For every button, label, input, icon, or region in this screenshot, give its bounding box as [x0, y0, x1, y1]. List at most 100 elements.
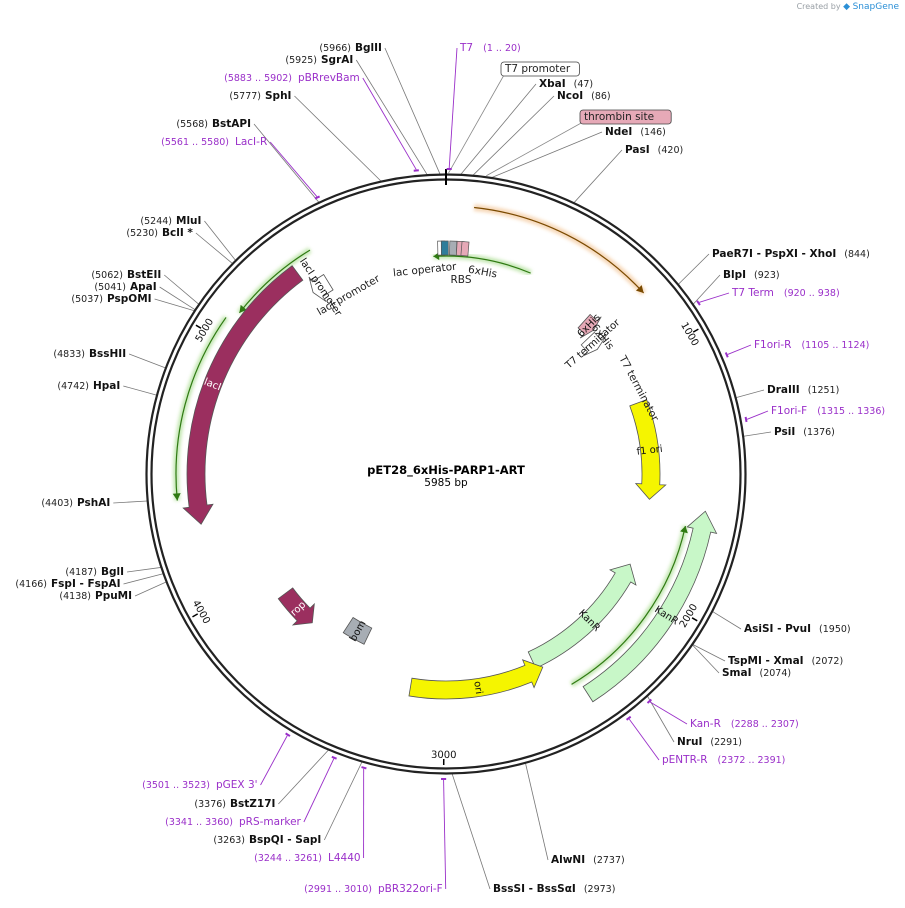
- label-6xhis-n: 6xHis: [467, 264, 498, 281]
- leader-line: [113, 500, 148, 504]
- primer-leader: [746, 410, 769, 420]
- svg-text:(3244 .. 3261): (3244 .. 3261): [254, 853, 322, 864]
- label-t7-promoter: T7 promoter: [500, 61, 580, 77]
- enzyme-name: ApaI: [130, 281, 157, 293]
- svg-text:(5925): (5925): [285, 55, 317, 66]
- leader-line: [736, 389, 765, 398]
- enzyme-name: BstEII: [127, 269, 161, 281]
- enzyme-site: ApaI(5041): [94, 281, 156, 293]
- svg-text:(920 .. 938): (920 .. 938): [784, 288, 840, 299]
- primer-name: F1ori-R: [754, 339, 791, 351]
- primer-name: T7: [459, 42, 473, 54]
- svg-text:(2372 .. 2391): (2372 .. 2391): [718, 755, 786, 766]
- enzyme-site: PshAI(4403): [41, 497, 110, 509]
- enzyme-site: BssHII(4833): [53, 348, 126, 360]
- primer-leader: [649, 701, 688, 725]
- svg-text:(3376): (3376): [194, 799, 226, 810]
- enzyme-name: PasI: [625, 144, 650, 156]
- enzyme-site: BstZ17I (3376): [194, 798, 275, 810]
- enzyme-site: (1251)DraIII: [767, 384, 839, 396]
- svg-text:(1315 .. 1336): (1315 .. 1336): [817, 406, 885, 417]
- orf-arcs: [172, 203, 689, 687]
- primer-leader: [303, 758, 335, 823]
- primer-name: L4440: [328, 852, 361, 864]
- svg-text:(3341 .. 3360): (3341 .. 3360): [165, 817, 233, 828]
- enzyme-name: BclI *: [162, 227, 193, 239]
- primer-mark: [625, 715, 632, 721]
- primer-leader: [362, 77, 417, 170]
- enzyme-name: HpaI: [93, 380, 120, 392]
- svg-text:(5568): (5568): [176, 119, 208, 130]
- primer-mark: [331, 755, 337, 760]
- leader-line: [164, 274, 199, 305]
- primer-site: pGEX 3'(3501 .. 3523): [142, 732, 291, 791]
- tick-mark: [195, 324, 202, 329]
- svg-text:(4187): (4187): [65, 567, 97, 578]
- primer-site: Kan-R(2288 .. 2307): [646, 698, 799, 730]
- primer-mark: [724, 352, 729, 358]
- primer-mark: [696, 300, 701, 306]
- feature-label: ori: [471, 680, 484, 695]
- enzyme-site: (146)NdeI: [605, 126, 666, 138]
- svg-text:(3263): (3263): [213, 835, 245, 846]
- svg-text:(5561 .. 5580): (5561 .. 5580): [161, 137, 229, 148]
- plasmid-length: 5985 bp: [424, 477, 468, 489]
- leader-line: [123, 385, 157, 396]
- svg-text:(844): (844): [844, 249, 870, 260]
- tick-mark: [192, 613, 199, 618]
- primer-name: pENTR-R: [662, 754, 708, 766]
- leader-line: [472, 95, 555, 176]
- enzyme-site: (420)PasI: [625, 144, 683, 156]
- enzyme-site: (923)BlpI: [723, 269, 780, 281]
- primer-leader: [448, 47, 458, 169]
- primer-name: pRS-marker: [239, 816, 302, 828]
- leader-line: [573, 149, 623, 203]
- feature-bom: bom: [342, 616, 373, 645]
- svg-text:(2737): (2737): [593, 855, 625, 866]
- enzyme-name: BssSI - BssSαI: [493, 883, 576, 895]
- primer-mark: [314, 195, 321, 200]
- svg-text:(2072): (2072): [812, 656, 844, 667]
- leader-line: [486, 121, 584, 177]
- svg-text:(86): (86): [591, 91, 611, 102]
- enzyme-name: SmaI: [722, 667, 752, 679]
- primer-mark: [361, 766, 367, 770]
- svg-text:(2991 .. 3010): (2991 .. 3010): [304, 884, 372, 895]
- leader-line: [647, 696, 675, 743]
- enzyme-site: BstAPI(5568): [176, 118, 251, 130]
- svg-text:(5037): (5037): [71, 294, 103, 305]
- orf-arc-right: [570, 525, 689, 687]
- leader-line: [491, 131, 603, 178]
- svg-text:(4166): (4166): [15, 579, 47, 590]
- enzyme-site: (844)PaeR7I - PspXI - XhoI: [712, 248, 870, 260]
- enzyme-site: (2737)AlwNI: [551, 854, 625, 866]
- svg-text:(2288 .. 2307): (2288 .. 2307): [731, 719, 799, 730]
- enzyme-site: (2072)TspMI - XmaI: [728, 655, 843, 667]
- svg-text:(4403): (4403): [41, 498, 73, 509]
- enzyme-name: BlpI: [723, 269, 746, 281]
- enzyme-site: (2291)NruI: [677, 736, 742, 748]
- small-feature-block: [460, 241, 470, 257]
- leader-line: [294, 95, 382, 182]
- leader-line: [448, 74, 505, 174]
- enzyme-site: PspOMI(5037): [71, 293, 151, 305]
- svg-text:(1950): (1950): [819, 624, 851, 635]
- tick-mark: [691, 617, 698, 622]
- leader-line: [123, 573, 164, 585]
- svg-text:T7 promoter: T7 promoter: [504, 63, 571, 75]
- svg-text:(2074): (2074): [760, 668, 792, 679]
- leader-line: [134, 581, 167, 597]
- leader-line: [692, 644, 720, 674]
- enzyme-site: SphI(5777): [229, 90, 291, 102]
- svg-text:(5230): (5230): [126, 228, 158, 239]
- plasmid-name: pET28_6xHis-PARP1-ART: [367, 463, 525, 478]
- small-feature-block: [449, 240, 458, 256]
- enzyme-name: BstZ17I: [230, 798, 275, 810]
- leader-line: [128, 353, 166, 369]
- watermark-brand: SnapGene: [852, 2, 899, 12]
- svg-text:(5883 .. 5902): (5883 .. 5902): [224, 73, 292, 84]
- leader-line: [692, 274, 721, 305]
- enzyme-name: MluI: [176, 215, 201, 227]
